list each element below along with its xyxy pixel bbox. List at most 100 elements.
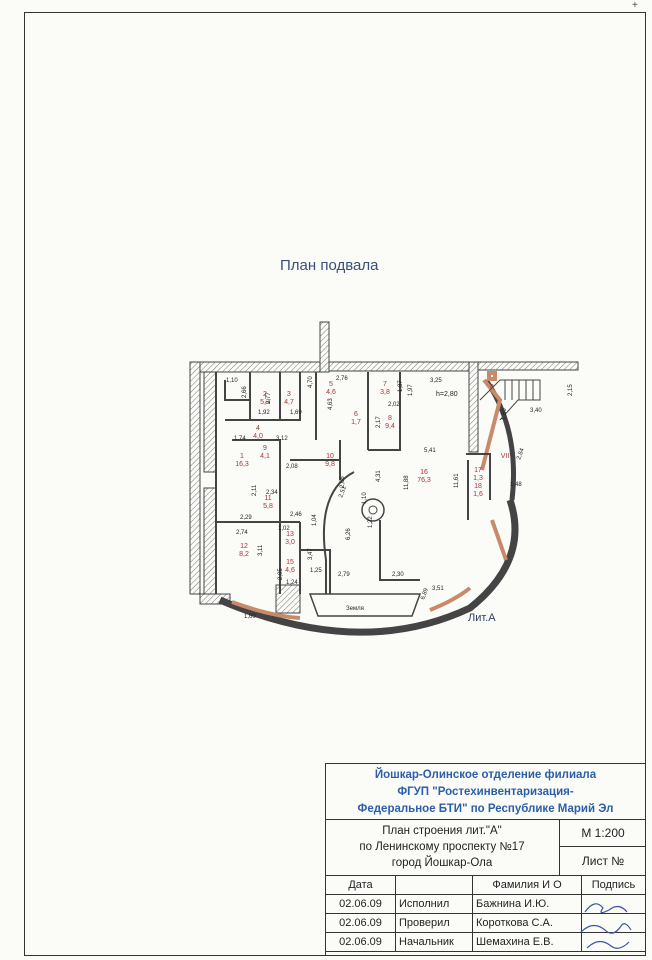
dim-label: 11,88 — [404, 475, 410, 490]
table-header-row: Дата Фамилия И О Подпись — [325, 875, 646, 895]
curved-wall — [218, 498, 519, 636]
roman-label-a: а — [490, 383, 494, 390]
corner-mark: + — [632, 0, 638, 11]
roman-label-vii: VII — [501, 453, 510, 460]
dim-label: 1,60 — [502, 408, 508, 420]
floor-plan: 1 16,3 2 5,3 3 4,7 4 4,0 5 4,6 6 1,7 7 3… — [189, 321, 579, 636]
dim-label: 4,70 — [308, 376, 314, 388]
dim-label: 3,51 — [432, 586, 444, 592]
dim-label: 1,60 — [244, 614, 256, 620]
room-18-label: 18 — [474, 483, 482, 490]
ground-label: Земля — [346, 606, 364, 612]
room-17-area: 1,3 — [473, 475, 483, 482]
row-role: Исполнил — [395, 894, 473, 914]
dim-label: 3,40 — [530, 408, 542, 414]
dim-label: 2,11 — [252, 484, 258, 496]
dim-label: 2,79 — [338, 572, 350, 578]
desc-line-2: по Ленинскому проспекту №17 — [359, 841, 525, 853]
row-role: Проверил — [395, 913, 473, 933]
dim-label: 1,24 — [286, 580, 298, 586]
handwritten-signature — [580, 903, 632, 949]
dim-label: 1,02 — [278, 526, 290, 532]
dim-label: 6,89 — [420, 587, 430, 601]
desc-line-1: План строения лит."А" — [382, 825, 502, 837]
dim-label: 2,17 — [376, 416, 382, 428]
room-5-area: 4,6 — [326, 389, 336, 396]
dim-label: 1,10 — [362, 492, 368, 504]
dim-label: 2,66 — [242, 386, 248, 398]
table-row: 02.06.09 Начальник Шемахина Е.В. — [325, 932, 646, 952]
room-5-label: 5 — [329, 381, 333, 388]
org-line-1: Йошкар-Олинское отделение филиала — [374, 769, 597, 781]
spiral-stair — [361, 498, 385, 522]
room-17-label: 17 — [474, 467, 482, 474]
header-date: Дата — [325, 875, 396, 895]
room-9-area: 4,1 — [260, 453, 270, 460]
dim-label: 1,97 — [408, 384, 414, 396]
room-4-area: 4,0 — [253, 433, 263, 440]
room-2-area: 5,3 — [260, 399, 270, 406]
dim-label: 2,51 — [338, 485, 348, 499]
room-11-area: 5,8 — [263, 503, 273, 510]
header-name: Фамилия И О — [472, 875, 582, 895]
room-15-label: 15 — [286, 559, 294, 566]
room-12-label: 12 — [240, 543, 248, 550]
height-label: h=2,80 — [436, 391, 458, 398]
room-16-area: 76,3 — [417, 477, 431, 484]
org-line-3: Федеральное БТИ" по Республике Марий Эл — [357, 803, 614, 815]
room-8-area: 9,4 — [385, 423, 395, 430]
room-3-label: 3 — [287, 391, 291, 398]
row-date: 02.06.09 — [325, 932, 396, 952]
room-6-label: 6 — [354, 411, 358, 418]
outer-walls — [189, 321, 579, 614]
dim-label: 5,41 — [424, 448, 436, 454]
dim-label: 1,69 — [290, 410, 302, 416]
brick-segments — [231, 371, 508, 620]
room-16-label: 16 — [420, 469, 428, 476]
room-6-area: 1,7 — [351, 419, 361, 426]
organization-name: Йошкар-Олинское отделение филиала ФГУП "… — [325, 763, 646, 819]
dim-label: 2,02 — [388, 402, 400, 408]
dim-label: 1,10 — [226, 378, 238, 384]
room-12-area: 8,2 — [239, 551, 249, 558]
room-9-label: 9 — [263, 445, 267, 452]
dim-label: 1,74 — [234, 436, 246, 442]
org-line-2: ФГУП "Ростехинвентаризация- — [397, 786, 574, 798]
dim-label: 3,25 — [430, 378, 442, 384]
row-name: Короткова С.А. — [472, 913, 582, 933]
dim-label: 3,11 — [258, 544, 264, 556]
room-10-label: 10 — [326, 453, 334, 460]
lit-label: Лит.А — [468, 612, 496, 624]
dim-label: 2,08 — [286, 464, 298, 470]
scale-label: М 1:200 — [560, 819, 646, 847]
partitions — [215, 372, 491, 594]
dim-label: 2,74 — [236, 530, 248, 536]
row-role: Начальник — [395, 932, 473, 952]
dim-label: 1,22 — [368, 516, 374, 528]
dim-label: 2,29 — [240, 515, 252, 521]
dim-label: 1,48 — [510, 482, 522, 488]
room-8-label: 8 — [388, 415, 392, 422]
room-15-area: 4,6 — [285, 567, 295, 574]
dim-label: 2,46 — [290, 512, 302, 518]
table-row: 02.06.09 Исполнил Бажнина И.Ю. — [325, 894, 646, 914]
room-4-label: 4 — [256, 425, 260, 432]
dim-label: 3,12 — [276, 436, 288, 442]
dim-label: 2,76 — [336, 376, 348, 382]
room-2-label: 2 — [263, 391, 267, 398]
dim-label: 2,34 — [266, 490, 278, 496]
dim-label: 11,61 — [454, 473, 460, 488]
dim-label: 2,77 — [266, 392, 272, 404]
dim-label: 4,63 — [328, 398, 334, 410]
dim-label: 2,64 — [516, 447, 526, 461]
dimension-labels: 3,25 5,41 11,88 11,61 2,76 1,92 1,69 2,7… — [226, 376, 574, 620]
dim-label: 2,15 — [568, 384, 574, 396]
room-1-area: 16,3 — [235, 461, 249, 468]
dim-label: 2,66 — [340, 476, 346, 488]
row-date: 02.06.09 — [325, 894, 396, 914]
row-name: Шемахина Е.В. — [472, 932, 582, 952]
spiral-stair-core — [368, 505, 378, 515]
dim-label: 2,30 — [392, 572, 404, 578]
room-11-label: 11 — [264, 495, 271, 502]
dim-label: 3,47 — [308, 548, 314, 560]
